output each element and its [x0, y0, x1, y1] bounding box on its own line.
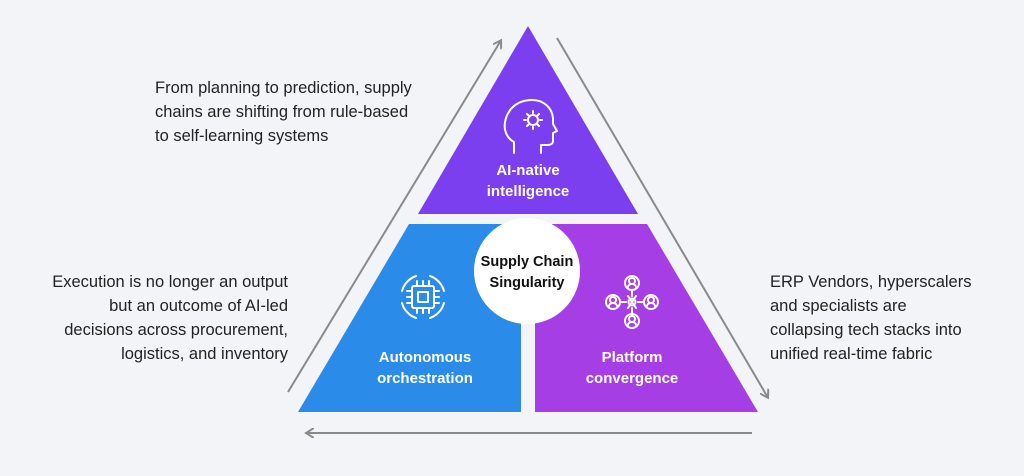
segment-left [298, 224, 521, 412]
label-line: Singularity [490, 275, 565, 291]
network-people-icon [605, 275, 659, 329]
label-line: intelligence [487, 183, 570, 200]
segment-right [535, 224, 758, 412]
label-line: Platform [602, 349, 663, 366]
center-circle [474, 218, 580, 324]
label-line: orchestration [377, 370, 473, 387]
segment-right-label: Platform convergence [586, 349, 679, 387]
arrow-left-up [287, 42, 500, 393]
arrow-right-down [556, 37, 767, 396]
note-left: Execution is no longer an output but an … [52, 273, 288, 363]
label-line: Autonomous [379, 349, 471, 366]
cpu-cycle-icon [401, 275, 445, 319]
segment-top-label: AI-native intelligence [487, 162, 570, 200]
label-line: Supply Chain [481, 254, 574, 270]
label-line: convergence [586, 370, 679, 387]
label-line: AI-native [496, 162, 559, 179]
note-right: ERP Vendors, hyperscalers and specialist… [770, 273, 972, 363]
note-top: From planning to prediction, supply chai… [155, 79, 412, 145]
head-gear-icon [503, 99, 558, 154]
segment-left-label: Autonomous orchestration [377, 349, 473, 387]
